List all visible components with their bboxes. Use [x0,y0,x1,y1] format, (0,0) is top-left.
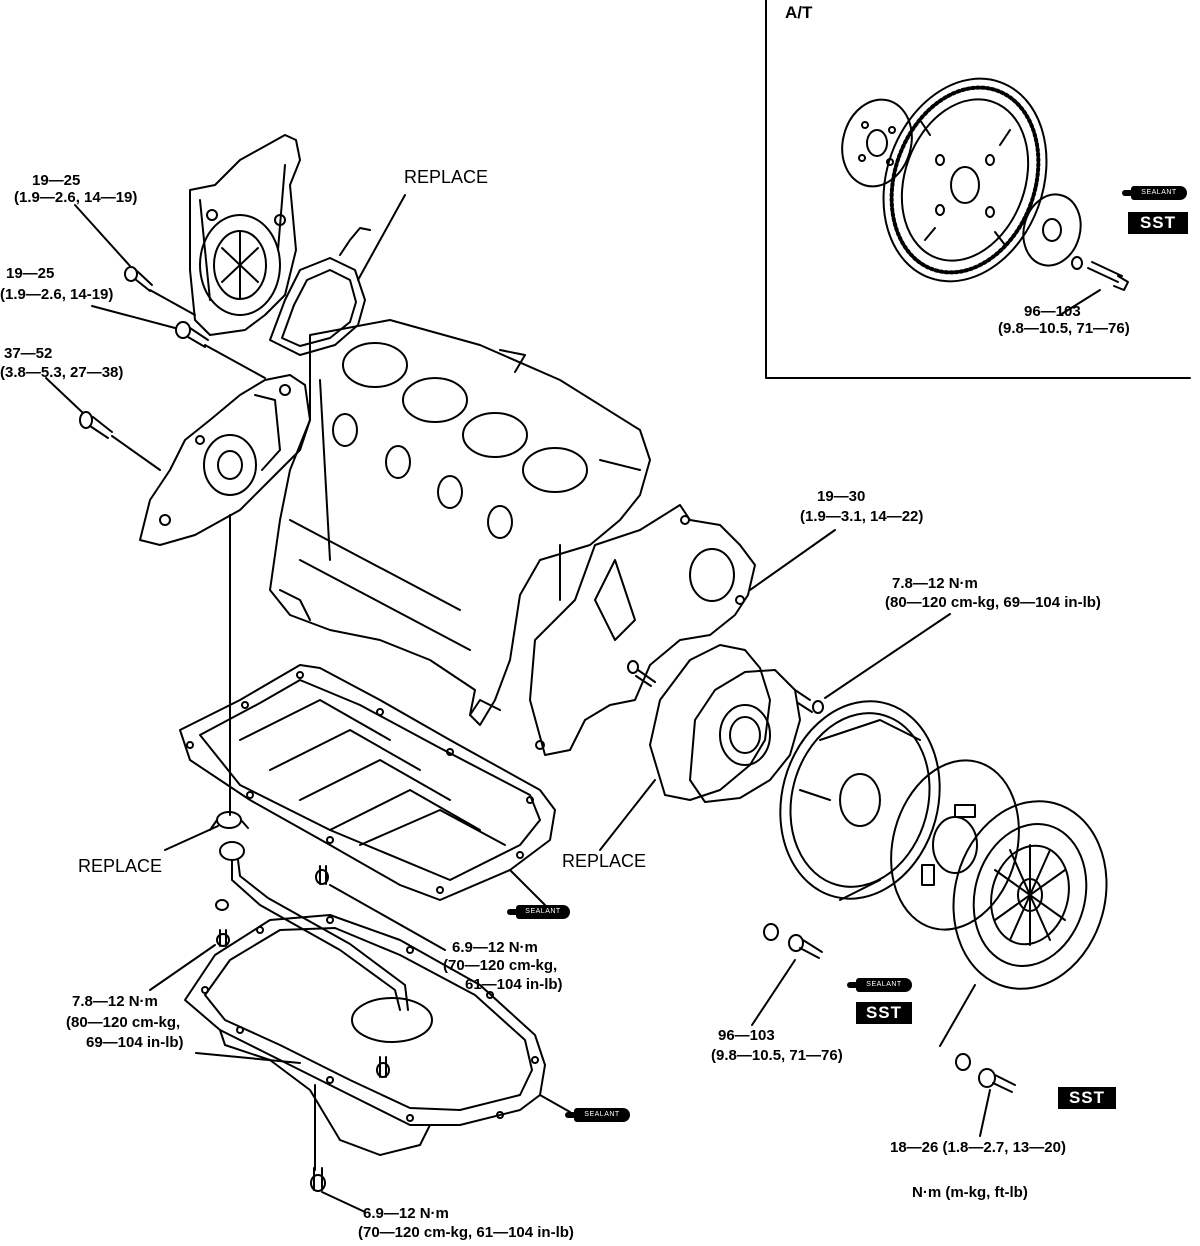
water-pump-gasket [269,227,371,356]
rear-cover-bolt-torque: 19—30 [817,488,866,505]
clutch-disc [890,759,1020,931]
rear-cover-bolt [627,660,656,687]
bolt-water-pump-2 [175,321,209,348]
at-sst-badge: SST [1128,212,1188,234]
water-pump-gasket-leader [357,194,406,281]
upper-oil-pan [179,664,556,901]
strainer-nut [215,899,229,911]
at-torque-line2: (9.8—10.5, 71—76) [998,320,1130,337]
pressure-plate-sst-badge: SST [1058,1087,1116,1109]
oil-seal-bolt [794,689,824,714]
upper-pan-sealant-leader [509,869,546,906]
flywheel-bolt-torque-alt: (9.8—10.5, 71—76) [711,1047,843,1064]
rear-oil-seal-housing [689,669,801,803]
pp-leader [939,984,976,1047]
flywheel [779,700,941,901]
oil-pan-stud-leader [149,944,216,991]
oil-pump-assembly [139,374,311,546]
leader-wp-bolt-1 [74,204,196,316]
flywheel-sst-badge: SST [856,1002,912,1024]
lower-pan-sealant-tube: SEALANT [565,1108,630,1122]
strainer-bolt-torque-alt-1: (70—120 cm-kg, [443,957,558,974]
wp-bolt-2-torque: 19—25 [6,265,55,282]
lower-oil-pan [184,914,546,1156]
at-drive-plate [882,77,1048,283]
upper-pan-sealant-tube: SEALANT [507,905,570,919]
lower-pan-sealant-leader [539,1094,571,1113]
flywheel-washer [763,923,779,941]
op-bolt-torque: 37—52 [4,345,53,362]
strainer-gasket-leader [164,825,219,851]
at-bolt [1071,256,1129,291]
wp-bolt-1-torque: 19—25 [32,172,81,189]
leader-wp-bolt-2 [91,305,266,379]
pressure-plate-washer [955,1053,971,1071]
rear-separator-plate [529,504,756,756]
cylinder-block [269,319,651,726]
at-title: A/T [785,3,813,22]
at-leader [1059,289,1101,316]
flywheel-leader [751,959,796,1026]
at-rear-backing-plate [1022,193,1082,267]
units-legend: N·m (m-kg, ft-lb) [912,1184,1028,1201]
oil-seal-bolt-torque-alt: (80—120 cm-kg, 69—104 in-lb) [885,594,1101,611]
wp-bolt-1-torque-alt: (1.9—2.6, 14—19) [14,189,138,206]
strainer-stud-leader [329,884,446,951]
pressure-plate-bolt-torque: 18—26 (1.8—2.7, 13—20) [890,1139,1066,1156]
at-front-adapter-plate [841,98,913,188]
rear-cover-bolt-torque-alt: (1.9—3.1, 14—22) [800,508,924,525]
drain-plug-leader [321,1191,366,1213]
oil-pan-stud [216,929,230,947]
drain-plug [310,1167,326,1192]
oil-pan-stud-torque-alt-1: (80—120 cm-kg, [66,1014,181,1031]
drain-plug-torque-alt: (70—120 cm-kg, 61—104 in-lb) [358,1224,574,1241]
oil-seal-bolt-torque: 7.8—12 N·m [892,575,978,592]
oil-pan-lower-leader [195,1052,301,1064]
oil-pan-stud-torque: 7.8—12 N·m [72,993,158,1010]
at-inset-frame [765,0,1191,379]
replace-gasket-top: REPLACE [404,167,489,187]
oil-strainer [219,841,433,1043]
rear-cover-leader [749,529,836,591]
wp-bolt-2-torque-alt: (1.9—2.6, 14-19) [0,286,114,303]
leader-op-bolt [45,377,161,471]
op-bolt-torque-alt: (3.8—5.3, 27—38) [0,364,124,381]
water-pump-assembly [189,134,301,336]
strainer-stud-bolt [315,865,329,885]
flywheel-bolt [788,934,823,959]
strainer-bolt-torque-alt-2: 61—104 in-lb) [465,976,563,993]
oil-seal-bolt-leader [824,613,951,699]
replace-oil-strainer: REPLACE [78,856,163,876]
at-sealant-tube: SEALANT [1122,186,1187,200]
replace-rear-seal: REPLACE [562,851,647,871]
oil-pan-stud-torque-alt-2: 69—104 in-lb) [86,1034,184,1051]
drain-plug-torque: 6.9—12 N·m [363,1205,449,1222]
rear-oil-seal-gasket [649,644,771,801]
pressure-plate [952,800,1108,990]
flywheel-bolt-torque: 96—103 [718,1027,775,1044]
pressure-plate-bolt [978,1068,1016,1093]
oil-pan-bolt [376,1056,390,1078]
bolt-oil-pump [79,411,113,439]
strainer-bolt-torque: 6.9—12 N·m [452,939,538,956]
rear-seal-leader [599,779,656,851]
flywheel-sealant-tube: SEALANT [847,978,912,992]
at-torque-line1: 96—103 [1024,303,1081,320]
pp-bolt-leader [979,1089,991,1137]
bolt-water-pump-1 [124,266,153,292]
